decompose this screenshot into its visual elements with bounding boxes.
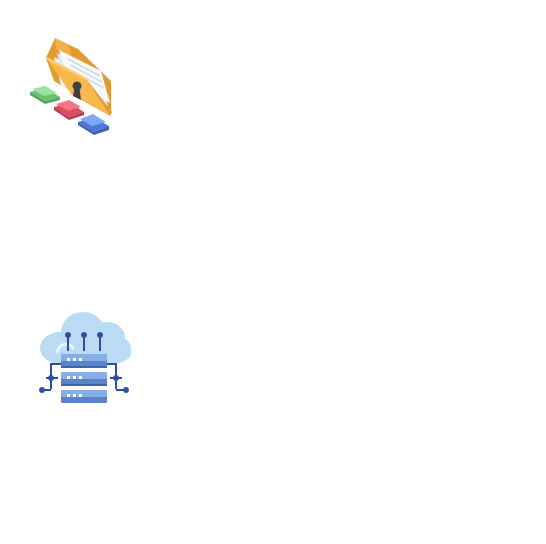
cloud-server-icon — [34, 308, 134, 406]
secure-folder-icon — [24, 34, 120, 138]
